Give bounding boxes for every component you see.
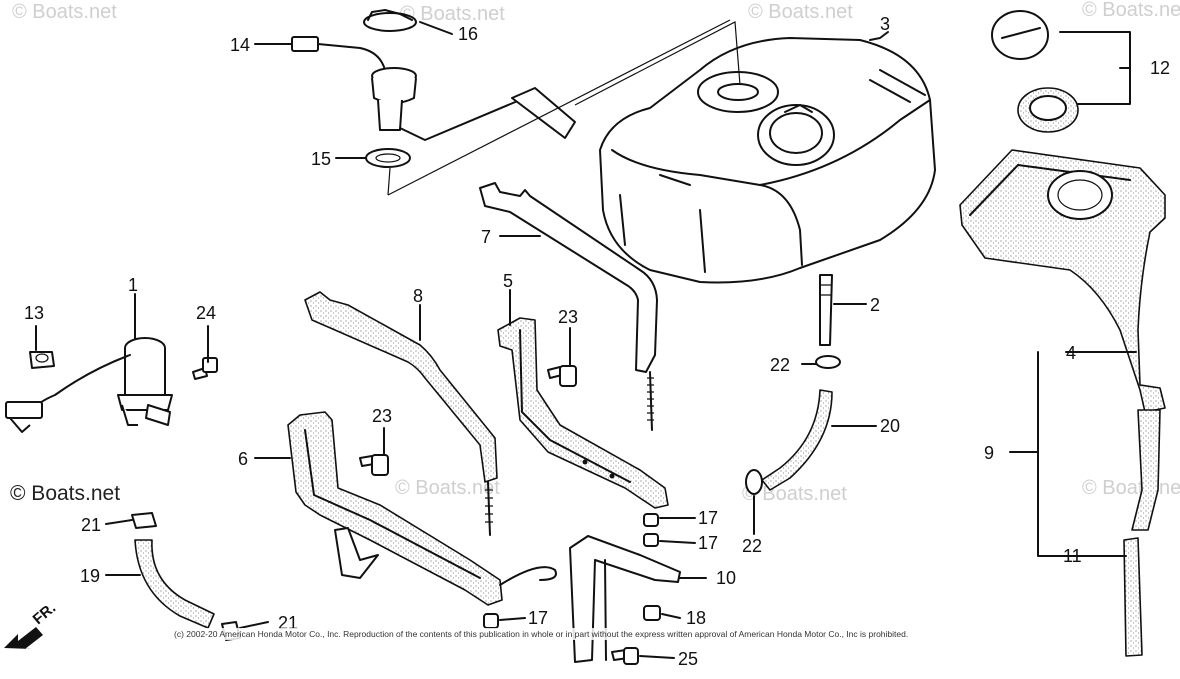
bracket-10	[569, 535, 681, 663]
callout-3: 3	[880, 14, 890, 34]
watermark: © Boats.net	[395, 477, 500, 499]
bolt-25	[611, 647, 639, 665]
tube-11	[1123, 537, 1143, 657]
bolt-23-upper	[547, 365, 577, 387]
leader-lines	[35, 21, 1137, 659]
callout-23-upper: 23	[558, 307, 578, 327]
bracket-8	[304, 291, 498, 536]
filler-funnel-4	[959, 149, 1166, 413]
callout-14: 14	[230, 35, 250, 55]
clip-13	[29, 351, 55, 369]
watermark: © Boats.net	[748, 1, 853, 23]
nut-18	[643, 605, 661, 621]
callout-23-lower: 23	[372, 406, 392, 426]
callout-22-upper: 22	[770, 355, 790, 375]
bolt-23-lower	[359, 454, 389, 476]
watermark-main: © Boats.net	[10, 482, 120, 505]
callout-10: 10	[716, 568, 736, 588]
watermark: © Boats.net	[400, 3, 505, 25]
tube-20	[761, 389, 833, 491]
drain-tube-2	[819, 274, 833, 346]
fuel-pump	[5, 337, 173, 433]
callout-17-b: 17	[698, 533, 718, 553]
callout-15: 15	[311, 149, 331, 169]
watermark: © Boats.net	[1082, 477, 1180, 499]
callout-numbers: 3 12 14 16 15 7 1 8 5 2 13 24 23 4 22 23…	[24, 14, 1170, 669]
bracket-7	[479, 182, 658, 431]
callout-24: 24	[196, 303, 216, 323]
copyright-backdrop	[172, 628, 1008, 640]
fuel-tank	[599, 37, 936, 284]
watermark: © Boats.net	[1082, 0, 1180, 21]
front-direction-arrow: FR.	[4, 600, 59, 649]
watermark-layer: © Boats.net © Boats.net © Boats.net © Bo…	[12, 0, 1180, 505]
callout-8: 8	[413, 286, 423, 306]
watermark: © Boats.net	[12, 1, 117, 23]
callout-22-lower: 22	[742, 536, 762, 556]
callout-18: 18	[686, 608, 706, 628]
callout-9: 9	[984, 443, 994, 463]
bracket-5	[497, 317, 669, 509]
bracket-6	[287, 411, 557, 606]
tube-9	[1131, 409, 1161, 531]
clip-21-upper	[131, 512, 157, 529]
callout-25: 25	[678, 649, 698, 669]
callout-2: 2	[870, 295, 880, 315]
callout-4: 4	[1066, 343, 1076, 363]
callout-13: 13	[24, 303, 44, 323]
callout-11: 11	[1063, 546, 1082, 566]
copyright-notice: (c) 2002-20 American Honda Motor Co., In…	[174, 629, 908, 639]
direction-label: FR.	[30, 600, 59, 629]
callout-7: 7	[481, 227, 491, 247]
clip-22-lower	[745, 469, 763, 495]
callout-12: 12	[1150, 58, 1170, 78]
tube-19	[134, 539, 215, 629]
bolt-24	[192, 357, 218, 380]
callout-17-c: 17	[528, 608, 548, 628]
callout-16: 16	[458, 24, 478, 44]
callout-20: 20	[880, 416, 900, 436]
callout-5: 5	[503, 271, 513, 291]
clip-22-upper	[815, 355, 841, 369]
callout-6: 6	[238, 449, 248, 469]
filler-cap-12	[991, 10, 1079, 133]
callout-1: 1	[128, 275, 138, 295]
callout-19: 19	[80, 566, 100, 586]
callout-21-upper: 21	[81, 515, 101, 535]
nut-17	[483, 513, 659, 629]
callout-17-a: 17	[698, 508, 718, 528]
